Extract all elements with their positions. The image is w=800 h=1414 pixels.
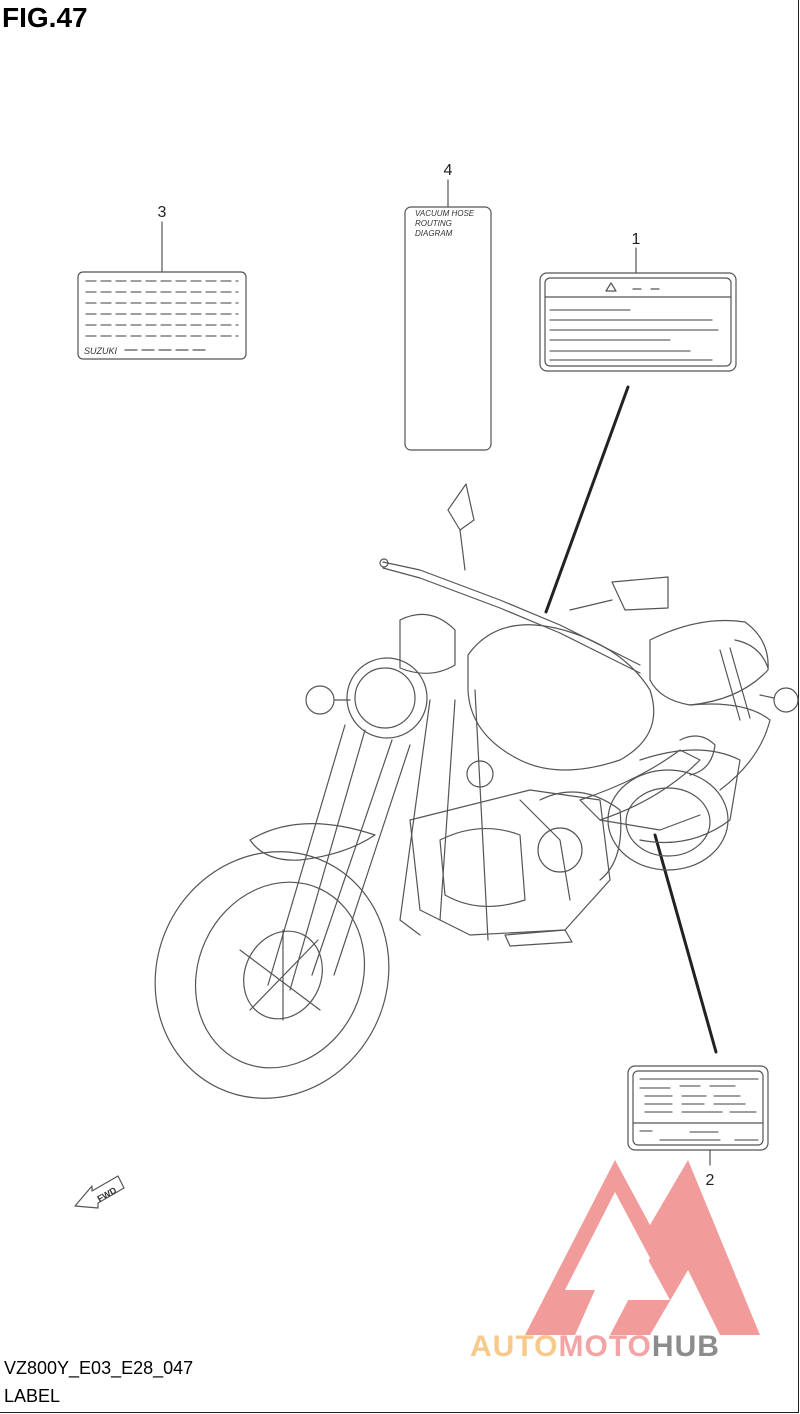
leader-lines (544, 385, 718, 1054)
label-4-line: DIAGRAM (415, 229, 453, 238)
fwd-arrow (74, 1175, 125, 1209)
watermark-logo (525, 1160, 760, 1335)
label-4-line: ROUTING (415, 219, 452, 228)
label-4-line: VACUUM HOSE (415, 209, 475, 218)
watermark-part-moto: MOTO (558, 1330, 652, 1363)
watermark-text: AUTOMOTOHUB (470, 1330, 720, 1364)
model-code: VZ800Y_E03_E28_047 (4, 1358, 194, 1378)
callout-1: 1 (632, 231, 641, 248)
label-3 (77, 221, 247, 360)
callout-2: 2 (706, 1172, 715, 1189)
label-1 (539, 247, 737, 372)
label-2 (627, 1065, 769, 1166)
watermark-part-auto: AUTO (470, 1330, 559, 1363)
callout-3: 3 (158, 204, 167, 221)
watermark-part-hub: HUB (651, 1330, 720, 1363)
section-name: LABEL (4, 1386, 61, 1406)
label-4 (404, 179, 492, 451)
motorcycle-outline (154, 483, 799, 1099)
callout-4: 4 (444, 162, 453, 179)
label-3-brand-text: SUZUKI (84, 346, 118, 356)
figure-title: FIG.47 (2, 2, 88, 33)
